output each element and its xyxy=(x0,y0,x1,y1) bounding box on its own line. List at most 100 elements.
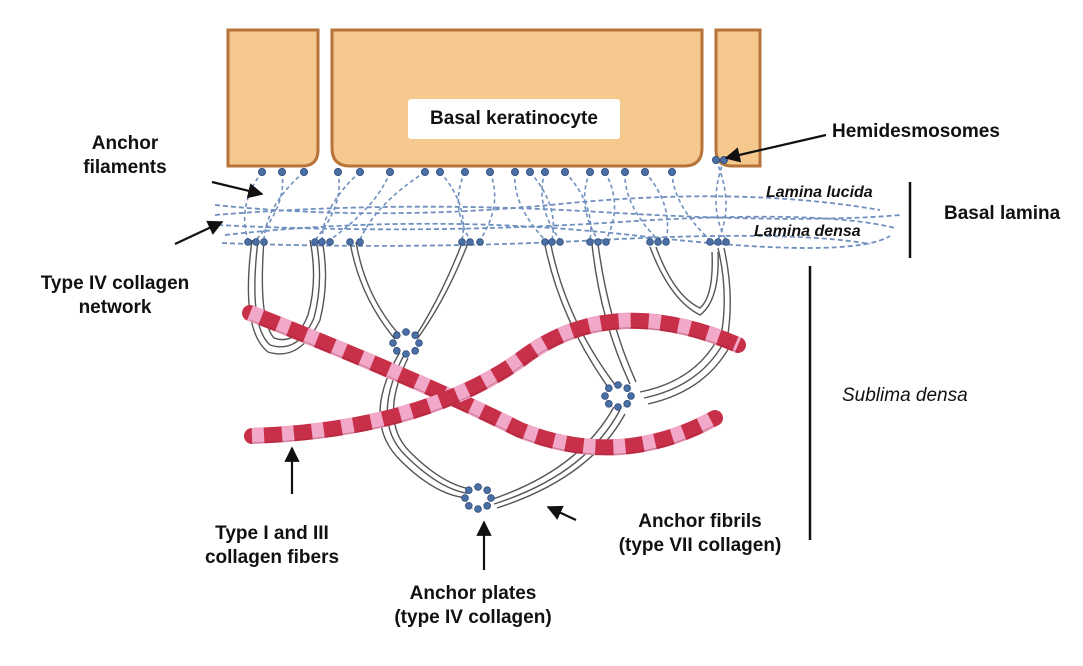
hemidesmosome-dot xyxy=(586,167,595,176)
lamina-densa-attachment-dot xyxy=(318,238,326,246)
anchor-filament xyxy=(583,171,599,241)
anchor-plate-dot xyxy=(605,384,613,393)
anchor-plates-line1: Anchor plates xyxy=(409,583,537,604)
lamina-densa-attachment-dot xyxy=(594,238,602,246)
anchor-filament xyxy=(321,171,361,241)
hemidesmosome-dot xyxy=(257,167,266,176)
hemidesmosome-dot xyxy=(561,167,570,176)
hemidesmosome-dot xyxy=(355,167,364,176)
hemidesmosomes-label: Hemidesmosomes xyxy=(832,121,1000,142)
anchor-filaments-label: Anchor filaments xyxy=(60,132,190,180)
anchor-plates-label: Anchor plates (type IV collagen) xyxy=(378,582,568,630)
anchor-fibrils-label: Anchor fibrils (type VII collagen) xyxy=(600,510,800,558)
anchor-plate-dot xyxy=(411,331,419,340)
cell-right xyxy=(714,28,762,168)
lamina-densa-attachment-dot xyxy=(556,238,564,246)
lamina-densa-attachment-dot xyxy=(346,238,354,246)
anchor-filament xyxy=(715,159,727,241)
hemidesmosome-dot xyxy=(333,167,342,176)
anchor-plate-dot xyxy=(623,384,631,393)
anchor-plate-dot xyxy=(415,339,423,347)
sublima-densa-label: Sublima densa xyxy=(842,385,968,406)
anchor-plates xyxy=(389,328,635,513)
lamina-densa-attachment-dot xyxy=(356,238,364,246)
anchor-filament xyxy=(715,159,727,241)
anchor-plate-dot xyxy=(627,392,635,400)
anchor-plate-dot xyxy=(483,501,491,510)
collagen-fibers xyxy=(242,305,746,456)
anchor-filament xyxy=(604,171,616,241)
anchor-plate-dot xyxy=(605,399,613,408)
lamina-densa-label: Lamina densa xyxy=(754,223,861,240)
lamina-densa-attachment-dot xyxy=(548,238,556,246)
anchor-filament xyxy=(314,171,340,241)
type-iv-network-line2: network xyxy=(78,297,152,318)
hemidesmosome-dot xyxy=(385,167,394,176)
lamina-densa-attachment-dot xyxy=(706,238,714,246)
anchor-filament xyxy=(255,171,284,241)
lamina-densa-attachment-dot xyxy=(466,238,474,246)
lamina-lucida-label: Lamina lucida xyxy=(766,184,873,201)
anchor-fibrils-line2: (type VII collagen) xyxy=(618,535,782,556)
lamina-densa-dots xyxy=(244,238,730,246)
basal-keratinocyte-label: Basal keratinocyte xyxy=(408,99,620,139)
lamina-densa-attachment-dot xyxy=(260,238,268,246)
hemidesmosome-dot xyxy=(420,167,429,176)
lamina-densa-attachment-dot xyxy=(311,238,319,246)
anchor-filament xyxy=(541,171,561,241)
arrow-anchor-fibrils xyxy=(546,505,577,521)
type-iv-network-line1: Type IV collagen xyxy=(40,273,190,294)
lamina-densa-attachment-dot xyxy=(244,238,252,246)
hemidesmosome-dot xyxy=(668,167,677,176)
layer-brackets xyxy=(808,182,912,540)
lamina-densa-attachment-dot xyxy=(714,238,722,246)
lamina-densa-attachment-dot xyxy=(458,238,466,246)
anchor-filament xyxy=(263,171,305,241)
anchor-plate-dot xyxy=(483,486,491,495)
lamina-densa-attachment-dot xyxy=(654,238,662,246)
hemidesmosome-dot xyxy=(541,167,550,176)
lamina-densa-attachment-dot xyxy=(476,238,484,246)
anchor-filaments-line2: filaments xyxy=(83,157,167,178)
anchor-filament xyxy=(624,171,659,241)
hemidesmosome-dot xyxy=(485,167,494,176)
basal-lamina-label: Basal lamina xyxy=(944,203,1061,224)
annotation-arrows xyxy=(174,133,827,570)
anchor-plate-dot xyxy=(614,403,622,411)
anchor-plate-dot xyxy=(402,328,410,336)
anchor-plate-dot xyxy=(411,346,419,355)
anchor-fibrils-line1: Anchor fibrils xyxy=(638,511,762,532)
arrow-hemidesmosomes xyxy=(724,133,827,163)
hemidesmosome-dot xyxy=(435,167,444,176)
anchor-plate-dot xyxy=(465,501,473,510)
hemidesmosome-dot xyxy=(460,167,469,176)
type-i-iii-line1: Type I and III xyxy=(215,523,329,544)
anchor-plate-dot xyxy=(614,381,622,389)
hemidesmosome-dot xyxy=(641,167,650,176)
cell-left xyxy=(226,28,320,168)
lamina-densa-attachment-dot xyxy=(541,238,549,246)
hemidesmosome-dot xyxy=(712,155,721,164)
anchor-plate-dot xyxy=(601,392,609,400)
anchor-filament xyxy=(529,171,555,241)
anchor-filament xyxy=(671,171,711,241)
cell-center xyxy=(330,28,704,168)
anchor-filament xyxy=(644,171,669,241)
anchor-plate-dot xyxy=(465,486,473,495)
anchor-plate-dot xyxy=(393,346,401,355)
anchor-plate-dot xyxy=(461,494,469,502)
hemidesmosome-dot xyxy=(621,167,630,176)
hemidesmosome-dot xyxy=(601,167,610,176)
anchor-filament xyxy=(457,171,471,241)
arrow-anchor-filaments xyxy=(211,180,264,199)
keratinocyte-cells xyxy=(226,28,762,168)
anchor-filament xyxy=(439,171,465,241)
anchor-plate-dot xyxy=(474,505,482,513)
anchor-plate-dot xyxy=(393,331,401,340)
type-i-iii-line2: collagen fibers xyxy=(204,547,340,568)
anchor-plates-line2: (type IV collagen) xyxy=(394,607,552,628)
anchor-filament-strands xyxy=(243,159,727,241)
type-i-iii-label: Type I and III collagen fibers xyxy=(192,522,352,570)
